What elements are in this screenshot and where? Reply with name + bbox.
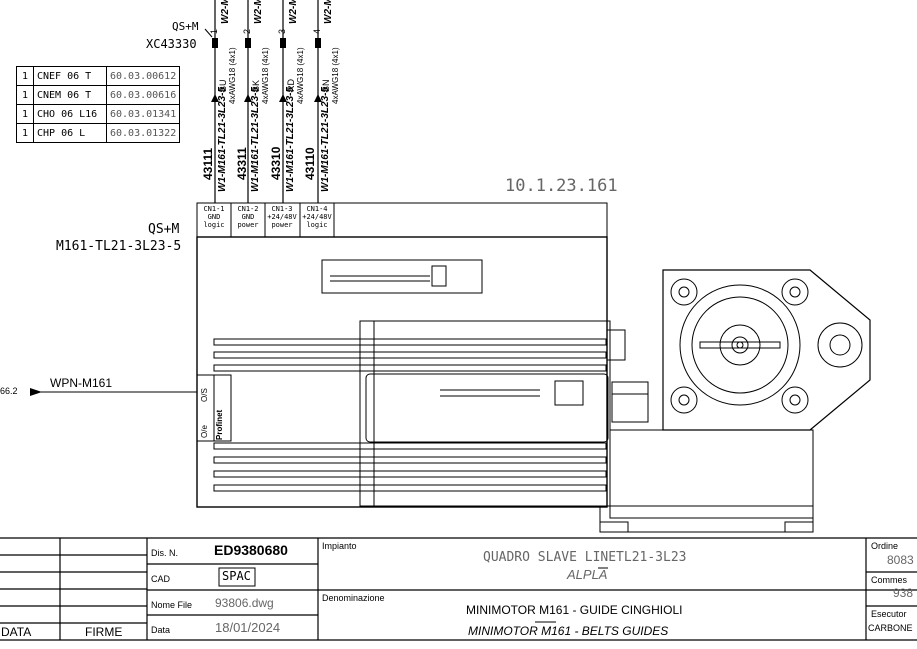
commessa-value: 938: [893, 586, 914, 600]
wire-top-label: W2-M1: [288, 0, 299, 24]
motor-base: [609, 429, 814, 519]
impianto-label: Impianto: [322, 541, 357, 551]
title-block-lines: [0, 537, 917, 641]
connector-ref: QS+M: [172, 20, 199, 33]
terminal-ref: XC43330: [146, 37, 197, 51]
wire-id: 43311: [235, 147, 249, 180]
wire-number: 2: [242, 28, 252, 34]
wire-cable: W1-M161-TL21-3L23-5: [217, 86, 228, 192]
ordine-label: Ordine: [871, 541, 899, 551]
file-value: 93806.dwg: [215, 596, 274, 610]
wire-number: 4: [312, 28, 322, 34]
motor-flange: [662, 269, 871, 431]
denominazione-label: Denominazione: [322, 593, 385, 603]
wire-top-label: W2-M1: [220, 0, 231, 24]
port-tag-out: O/S: [200, 388, 209, 402]
date-value: 18/01/2024: [215, 620, 281, 635]
wire-gauge: 4xAWG18 (4x1): [296, 47, 305, 104]
ordine-value: 8083: [887, 553, 914, 567]
file-label: Nome File: [151, 600, 193, 610]
denominazione-line1: MINIMOTOR M161 - GUIDE CINGHIOLI: [466, 603, 683, 617]
impianto-line1: QUADRO SLAVE LINETL21-3L23: [483, 550, 687, 565]
wire-cable: W1-M161-TL21-3L23-5: [320, 86, 331, 192]
esecutore-value: CARBONE: [868, 623, 913, 633]
wire-top-label: W2-M1: [253, 0, 264, 24]
network-page: 66.2: [0, 386, 18, 396]
wire-gauge: 4xAWG18 (4x1): [228, 47, 237, 104]
cad-value: SPAC: [222, 569, 251, 583]
date-label: Data: [151, 625, 171, 635]
dis-label: Dis. N.: [151, 548, 178, 558]
wire-gauge: 4xAWG18 (4x1): [261, 47, 270, 104]
cooling-fins: [213, 338, 607, 492]
wire-id: 43110: [303, 147, 317, 180]
cad-label: CAD: [151, 574, 171, 584]
wire-cable: W1-M161-TL21-3L23-5: [285, 86, 296, 192]
drive-body: [196, 236, 608, 508]
wire-number: 1: [209, 28, 219, 34]
denominazione-line2: MINIMOTOR M161 - BELTS GUIDES: [468, 624, 669, 638]
impianto-line2: ALPLA: [567, 567, 608, 582]
device-ref: QS+M: [148, 222, 180, 237]
page-ref: 10.1.23.161: [505, 176, 618, 196]
esecutore-label: Esecutor: [871, 609, 907, 619]
firme-label: FIRME: [85, 625, 123, 639]
port-profinet-out: Profinet: [215, 409, 224, 440]
wire-arrows: [211, 94, 322, 102]
terminal-blocks: [212, 38, 321, 48]
port-tag-in: O/e: [200, 425, 209, 438]
inner-module: [365, 373, 609, 443]
network-ref: WPN-M161: [50, 376, 113, 390]
device-name: M161-TL21-3L23-5: [56, 239, 182, 254]
wire-id: 43111: [201, 147, 215, 180]
wire-cable: W1-M161-TL21-3L23-5: [250, 86, 261, 192]
wire-gauge: 4xAWG18 (4x1): [331, 47, 340, 104]
data-label: DATA: [1, 625, 32, 639]
wire-number: 3: [277, 28, 287, 34]
commessa-label: Commes: [871, 575, 908, 585]
wire-top-label: W2-M1: [323, 0, 334, 24]
dis-value: ED9380680: [214, 542, 288, 558]
wire-id: 43310: [269, 146, 283, 180]
